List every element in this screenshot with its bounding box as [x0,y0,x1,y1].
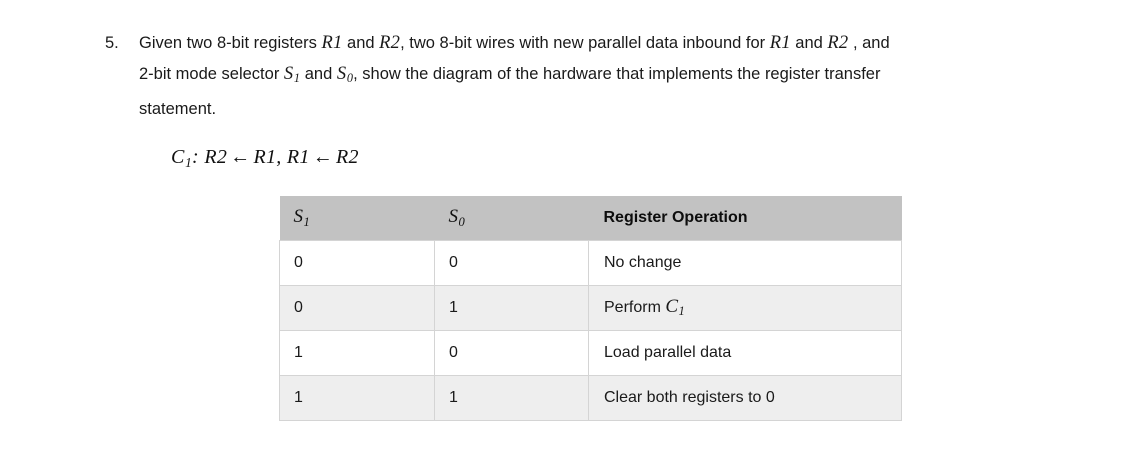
question-text: Given two 8-bit registers R1 and R2, two… [139,28,1095,125]
column-header-s1: S1 [279,196,435,240]
cell-s1: 0 [279,239,435,286]
question-line-3: statement. [139,100,217,119]
left-arrow-icon-1: ← [230,146,251,168]
var-s0-sub: 0 [346,71,354,86]
cell-operation-symbol-sub: 1 [678,304,685,319]
column-header-s0: S0 [434,196,589,240]
q1-text-2: and [342,34,380,52]
var-r2-a-num: 2 [390,33,401,53]
q1-text-5: , and [848,34,890,52]
cell-operation-symbol-letter: C [665,295,679,317]
cell-s0: 0 [434,239,589,286]
var-r2-a: R2 [379,33,400,53]
column-header-s0-letter: S [448,206,459,227]
formula-lhs-2: R1 [286,146,310,168]
table-body: 0 0 No change 0 1 Perform C1 1 0 Load pa… [279,239,902,421]
var-r1-a-num: 1 [333,33,343,53]
question-line-2: 2-bit mode selector S1 and S0, show the … [139,59,1095,94]
var-r2-b: R2 [827,33,848,53]
var-s1: S1 [283,64,301,86]
cell-operation-text: Perform [604,298,666,316]
cell-operation: Perform C1 [588,285,902,331]
formula-label: C [171,146,185,168]
q1-text-4: and [790,34,828,52]
var-r1-b-letter: R [769,33,782,53]
var-r2-a-letter: R [379,33,391,53]
q1-text-3: , two 8-bit wires with new parallel data… [400,34,770,52]
column-header-s1-sub: 1 [303,214,310,229]
cell-operation-text: Load parallel data [604,343,732,361]
column-header-register-operation: Register Operation [588,196,902,240]
table-row: 1 0 Load parallel data [279,330,902,376]
cell-s1: 0 [279,285,435,331]
var-s1-sub: 1 [293,71,301,86]
q2-text-3: , show the diagram of the hardware that … [353,65,881,83]
var-r1-b: R1 [770,33,791,53]
formula-colon: : [192,146,205,168]
cell-operation-symbol: C1 [665,295,685,319]
question-row: 5. Given two 8-bit registers R1 and R2, … [105,28,1095,125]
var-r1-b-num: 1 [781,33,791,53]
var-s0: S0 [336,64,354,86]
q2-text-2: and [300,65,337,83]
cell-operation: Load parallel data [588,330,902,376]
cell-operation: Clear both registers to 0 [588,375,902,421]
cell-s1: 1 [279,330,435,376]
formula-comma: , [276,146,287,168]
column-header-s0-sub: 0 [458,214,465,229]
question-block: 5. Given two 8-bit registers R1 and R2, … [105,28,1095,125]
cell-s0: 1 [434,375,589,421]
table-header: S1 S0 Register Operation [279,196,902,240]
cell-operation-text: No change [604,253,682,271]
table-header-row: S1 S0 Register Operation [279,196,902,240]
q1-text-1: Given two 8-bit registers [139,34,322,52]
table-row: 0 1 Perform C1 [279,285,902,331]
cell-s0: 1 [434,285,589,331]
table-row: 0 0 No change [279,239,902,286]
formula-rhs-2: R2 [336,146,359,168]
formula-rhs-1: R1 [253,146,277,168]
cell-operation-text: Clear both registers to 0 [604,388,775,406]
column-header-s1-letter: S [293,206,304,227]
var-s1-letter: S [283,64,294,84]
var-s0-letter: S [336,64,347,84]
var-r1-a: R1 [321,33,342,53]
var-r2-b-num: 2 [838,33,849,53]
cell-s0: 0 [434,330,589,376]
left-arrow-icon-2: ← [312,146,334,168]
var-r1-a-letter: R [321,33,333,53]
formula-label-sub: 1 [185,154,193,170]
cell-s1: 1 [279,375,435,421]
formula-lhs-1: R2 [204,146,228,168]
q2-text-1: 2-bit mode selector [139,65,284,83]
question-number: 5. [105,34,119,52]
question-line-1: Given two 8-bit registers R1 and R2, two… [139,28,1095,59]
mode-selector-truth-table: S1 S0 Register Operation 0 0 No change 0… [279,196,902,421]
table-row: 1 1 Clear both registers to 0 [279,375,902,421]
var-r2-b-letter: R [827,33,839,53]
register-transfer-formula: C1: R2←R1, R1←R2 [171,144,359,176]
cell-operation: No change [588,239,902,286]
